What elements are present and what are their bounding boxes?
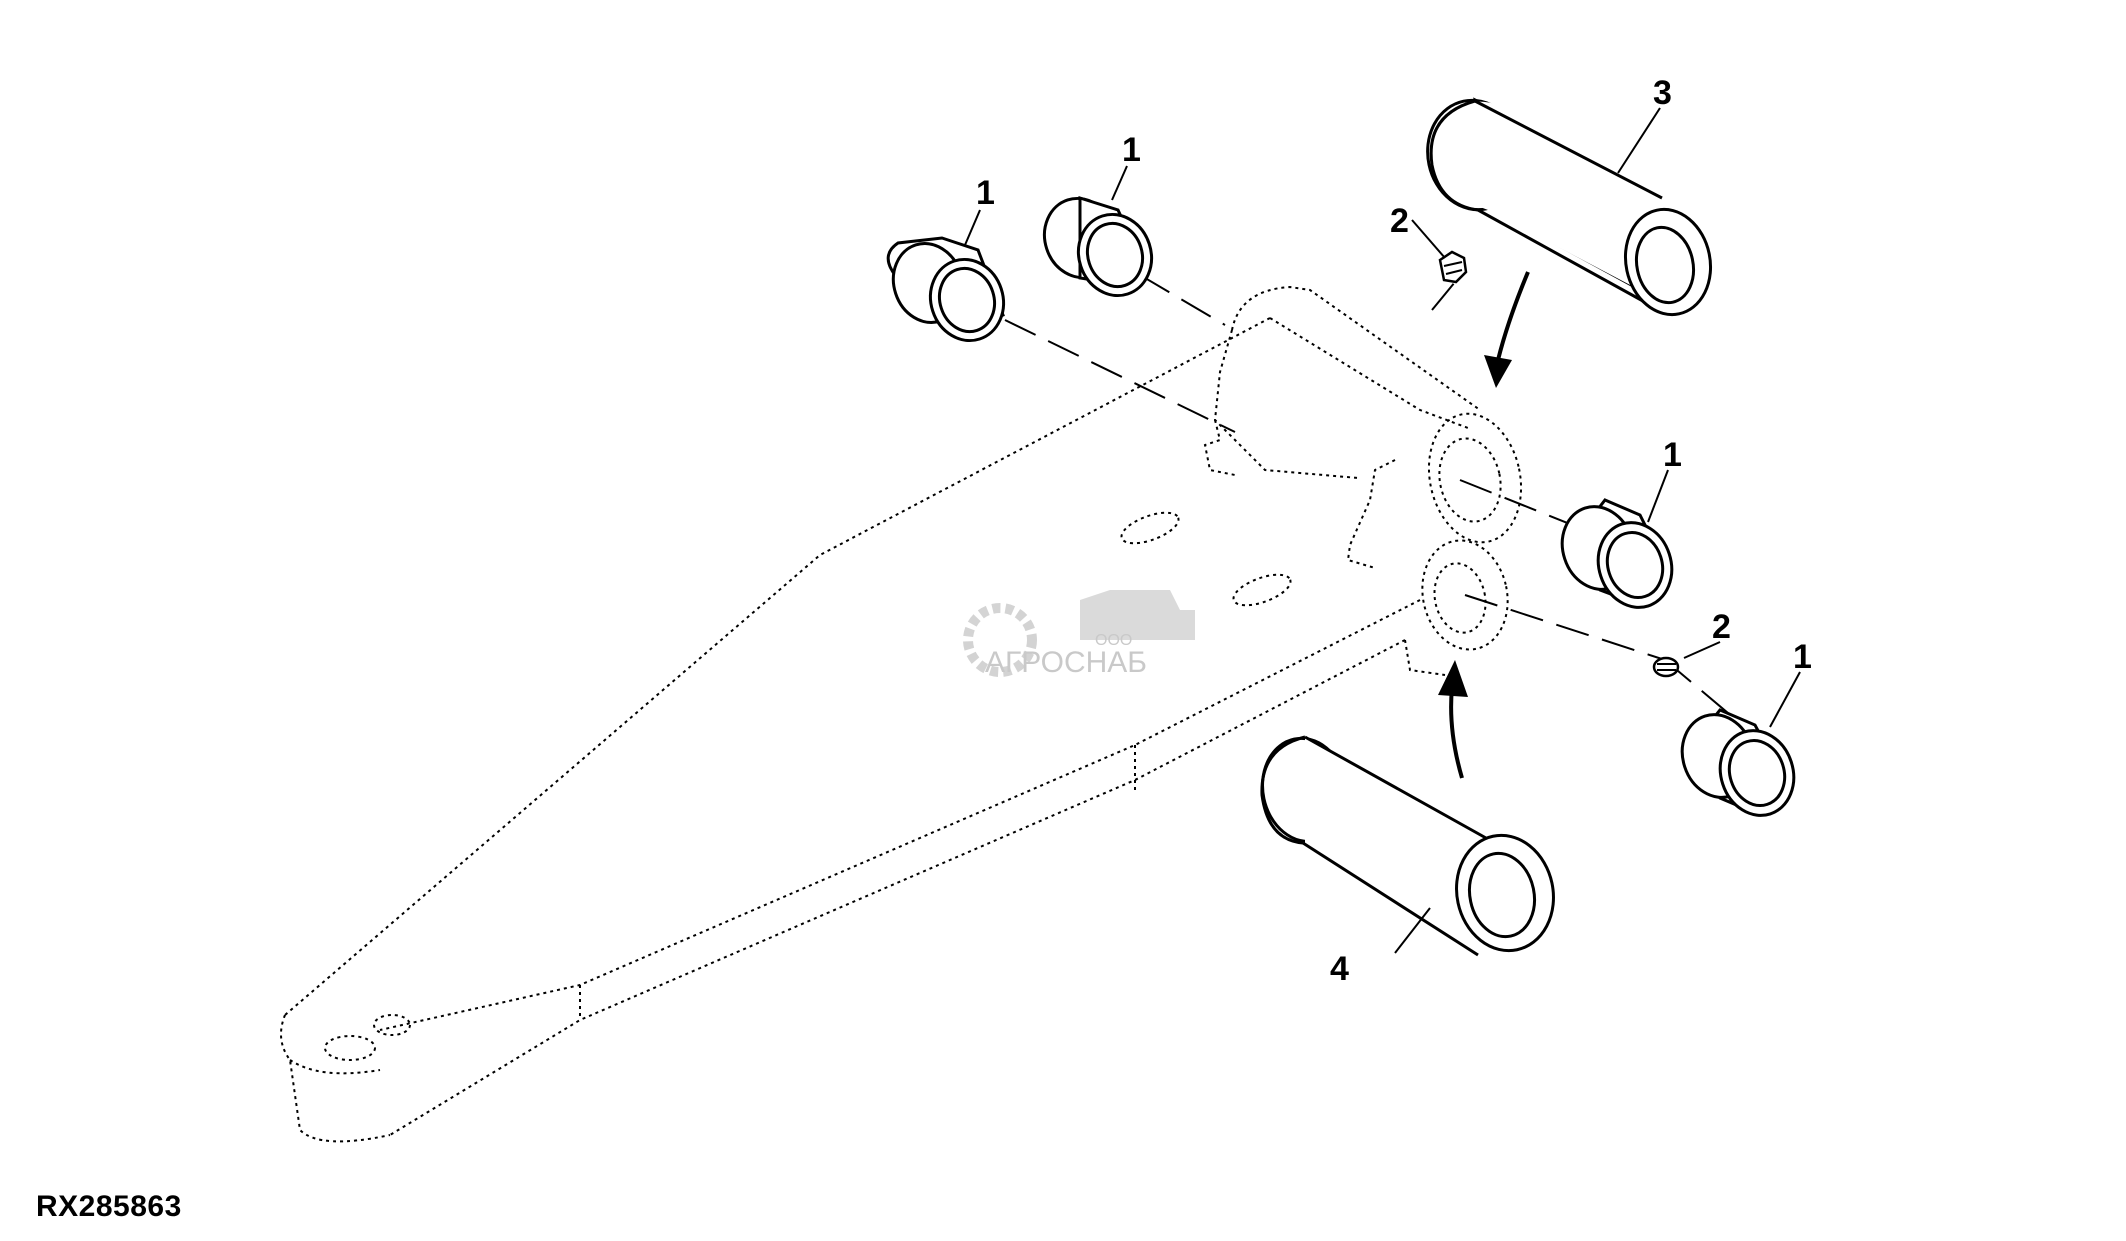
insert-arrow-lower <box>1438 660 1468 779</box>
callout-label-bushing-right-lower: 1 <box>1793 638 1812 676</box>
assembly-center-lines <box>1004 274 1761 741</box>
lift-arm-outline <box>280 285 1523 1143</box>
bushing-right-lower <box>1680 708 1796 817</box>
watermark-brand-text: АГРОСНАБ <box>985 646 1147 679</box>
callout-labels: 1 1 2 3 1 2 1 4 <box>976 74 1812 988</box>
callout-leaders <box>964 107 1801 954</box>
bushing-inner-left <box>1042 195 1154 298</box>
callout-label-grease-fitting-lower: 2 <box>1712 608 1731 646</box>
callout-label-bushing-right-upper: 1 <box>1663 436 1682 474</box>
callout-label-grease-fitting-top: 2 <box>1390 202 1409 240</box>
watermark: ООО АГРОСНАБ <box>963 590 1195 679</box>
callout-label-upper-sleeve: 3 <box>1653 74 1672 112</box>
callout-label-bushing-outer-left: 1 <box>976 174 995 212</box>
insert-arrow-upper <box>1484 271 1530 388</box>
harvester-icon <box>1080 590 1195 640</box>
upper-sleeve <box>1426 97 1713 317</box>
lower-sleeve <box>1260 735 1555 957</box>
bushing-outer-left <box>886 236 1006 343</box>
watermark-small-text: ООО <box>1095 632 1132 649</box>
callout-label-lower-sleeve: 4 <box>1330 950 1349 988</box>
bushing-right-upper <box>1560 498 1674 609</box>
grease-fitting-lower <box>1652 656 1680 678</box>
figure-id: RX285863 <box>36 1190 182 1223</box>
callout-label-bushing-inner-left: 1 <box>1122 131 1141 169</box>
grease-fitting-top <box>1438 250 1468 284</box>
gear-icon <box>963 603 1037 677</box>
